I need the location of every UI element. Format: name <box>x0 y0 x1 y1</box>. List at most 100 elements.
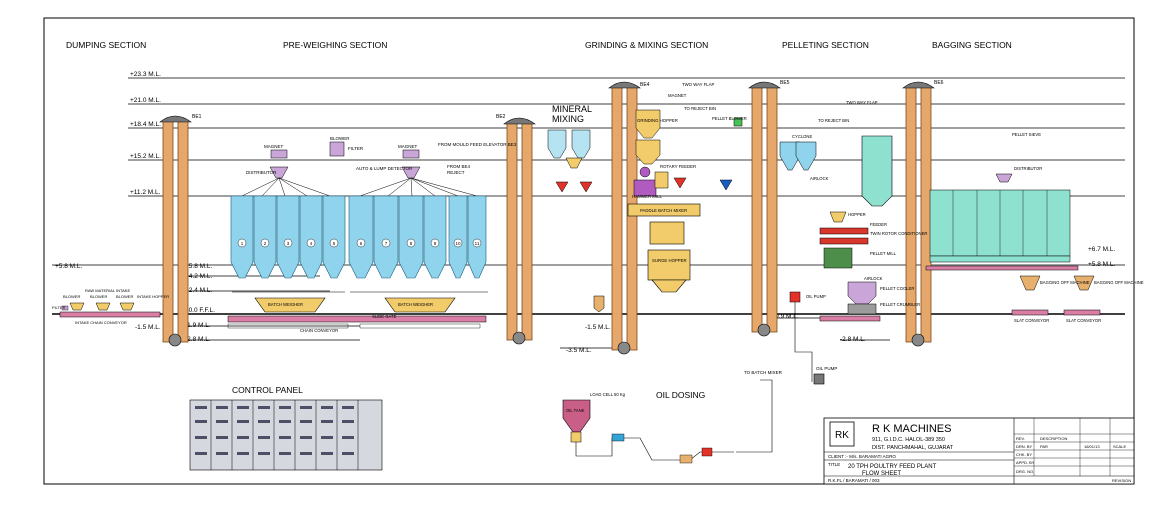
oil-dosing-title: OIL DOSING <box>656 390 705 400</box>
bin-number: 7 <box>385 241 388 246</box>
mineral-line1: MINERAL <box>552 104 592 114</box>
mineral-line2: MIXING <box>552 114 584 124</box>
level-label: ±0.0 F.F.L. <box>185 307 215 314</box>
level-label: +11.2 M.L. <box>130 189 161 196</box>
company-address: 911, G.I.D.C. HALOL-389 350 <box>872 437 945 443</box>
bucket-elevator-3 <box>608 81 641 355</box>
equipment-label: FROM MOULD FEED ELEVATOR BE3 <box>438 142 517 147</box>
control-panel <box>189 399 383 471</box>
bin-number: 11 <box>475 241 480 246</box>
scale-label: SCALE <box>1113 444 1126 449</box>
equipment-label: REJECT <box>447 170 465 175</box>
drawing-number: R.K.FL / BARAMATI / 003 <box>828 478 880 483</box>
revision-label: REVISION <box>1112 478 1131 483</box>
equipment-label: BAGGING OFF MACHINE <box>1094 280 1144 285</box>
equipment-label: PELLET COOLER <box>880 286 914 291</box>
bin-4: 4 <box>299 195 323 279</box>
equipment-label: MAGNET <box>668 93 687 98</box>
equipment-label: AUTO & LUMP DETECTOR <box>356 166 413 171</box>
equipment-label: PELLET BLOWER <box>712 116 747 121</box>
equipment-label: ROTARY FEEDER <box>660 164 696 169</box>
level-label: -0.9 M.L. <box>773 313 799 320</box>
equipment-label: TO REJECT BIN <box>818 118 849 123</box>
level-label: -1.5 M.L. <box>585 324 611 331</box>
equipment-label: TWO WAY FLAP <box>682 82 715 87</box>
section-dumping: DUMPING SECTION <box>66 40 146 50</box>
bin-number: 6 <box>360 241 363 246</box>
equipment-label: HOPPER <box>848 212 866 217</box>
checked-by-label: CHK. BY <box>1016 452 1032 457</box>
level-label: +15.2 M.L. <box>130 153 161 160</box>
section-pelleting: PELLETING SECTION <box>782 40 869 50</box>
level-label: -3.5 M.L. <box>566 347 592 354</box>
drawn-by-value: PAR <box>1040 444 1048 449</box>
oil-dosing-unit <box>562 399 734 464</box>
bin-number: 2 <box>264 241 267 246</box>
bagging-equipment <box>925 173 1101 316</box>
equipment-label: RAW MATERIAL INTAKE <box>85 288 130 293</box>
equipment-label: TWIN ROTOR CONDITIONER <box>870 231 927 236</box>
equipment-label: OIL PUMP <box>816 366 837 371</box>
equipment-label: BAGGING OFF MACHINE <box>1040 280 1090 285</box>
equipment-label: MAGNET <box>398 144 418 149</box>
bin-number: 5 <box>333 241 336 246</box>
batch-weighers <box>227 291 488 329</box>
svg-text:RK: RK <box>835 430 849 441</box>
level-label: +5.8 M.L. <box>185 263 212 270</box>
mineral-mixing: MINERAL MIXING <box>547 104 593 193</box>
drg-no-label: DRG. NO. <box>1016 469 1034 474</box>
elevator-label: BE5 <box>780 80 790 86</box>
equipment-label: OIL TANK <box>566 408 585 413</box>
bin-number: 3 <box>287 241 290 246</box>
level-label: +18.4 M.L. <box>130 121 161 128</box>
equipment-label: TWO WAY FLAP <box>846 100 878 105</box>
sheet-border <box>43 17 1135 485</box>
equipment-label: PADDLE BATCH MIXER <box>640 208 687 213</box>
elevator-label: BE2 <box>496 114 506 120</box>
equipment-label: GRINDING HOPPER <box>637 118 678 123</box>
equipment-label: CYCLONE <box>792 134 812 139</box>
equipment-label: TO REJECT BIN <box>684 106 716 111</box>
level-label: +23.3 M.L. <box>130 71 161 78</box>
equipment-label: AIRLOCK <box>810 176 829 181</box>
pelleting-equipment <box>733 117 893 322</box>
bin-8: 8 <box>398 195 424 279</box>
bin-number: 8 <box>410 241 413 246</box>
level-label: +2.4 M.L. <box>185 287 212 294</box>
equipment-label: TO BATCH MIXER <box>744 370 783 375</box>
distribution-chutes <box>241 177 478 197</box>
elevator-label: BE4 <box>640 82 650 88</box>
bin-2: 2 <box>253 195 277 279</box>
level-label: +4.2 M.L. <box>185 273 212 280</box>
level-label: -2.8 M.L. <box>840 336 866 343</box>
section-grinding: GRINDING & MIXING SECTION <box>585 40 708 50</box>
level-label: +6.7 M.L. <box>1088 246 1115 253</box>
elevator-label: BE1 <box>192 114 202 120</box>
equipment-label: BLOWER <box>330 136 350 141</box>
equipment-label: BATCH WEIGHER <box>268 302 303 307</box>
bucket-elevator-4 <box>748 81 781 337</box>
level-label: +5.8 M.L. <box>55 263 82 270</box>
oil-pipe <box>736 302 825 453</box>
dumping-equipment <box>59 302 161 318</box>
title-label: TITLE <box>828 462 840 467</box>
equipment-label: SURGE HOPPER <box>652 258 687 263</box>
title-block: RK <box>823 417 1135 485</box>
equipment-label: PELLET CRUMBLER <box>880 302 920 307</box>
level-label: -2.8 M.L. <box>185 336 211 343</box>
bin-7: 7 <box>373 195 399 279</box>
bin-number: 4 <box>310 241 313 246</box>
equipment-label: DISTRIBUTOR <box>1014 166 1042 171</box>
plant-title: 20 TPH POULTRY FEED PLANT <box>848 464 937 470</box>
rev-header: REV. <box>1016 436 1025 441</box>
equipment-label: SLIDE GATE <box>372 314 397 319</box>
bin-number: 1 <box>241 241 244 246</box>
section-preweighing: PRE-WEIGHING SECTION <box>283 40 387 50</box>
bin-5: 5 <box>322 195 346 279</box>
company-name: R K MACHINES <box>872 423 951 435</box>
equipment-label: FILTER <box>348 146 364 151</box>
storage-bins: 1 2 3 4 5 6 7 <box>230 195 487 279</box>
bin-11: 11 <box>467 195 487 279</box>
